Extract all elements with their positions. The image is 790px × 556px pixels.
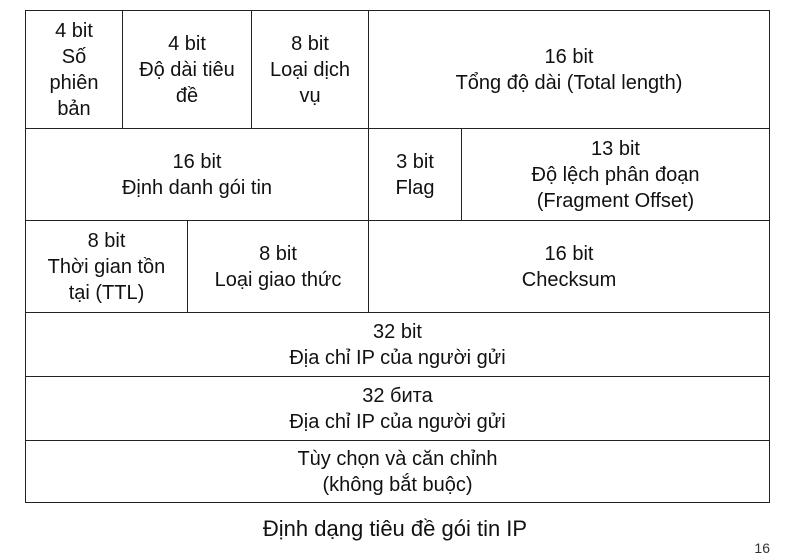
field-tos-size: 8 bit	[291, 32, 329, 55]
figure-caption: Định dạng tiêu đề gói tin IP	[262, 516, 528, 541]
field-checksum-size: 16 bit	[544, 242, 594, 265]
field-flags-size: 3 bit	[396, 150, 434, 173]
field-version-label: Số	[61, 45, 87, 68]
field-total-length-label: Tổng độ dài (Total length)	[455, 71, 683, 94]
page-number: 16	[754, 540, 770, 556]
field-fragment-offset-label: (Fragment Offset)	[536, 189, 695, 212]
field-flags-label: Flag	[395, 176, 435, 199]
field-tos-label: Loại dịch	[269, 58, 351, 81]
field-version-size: 4 bit	[55, 19, 93, 42]
field-ttl-size: 8 bit	[87, 229, 126, 252]
field-checksum-label: Checksum	[521, 268, 617, 291]
header-row-1: 4 bit Số phiên bản 4 bit Độ dài tiêu đề …	[26, 11, 769, 128]
header-row-2: 16 bit Định danh gói tin 3 bit Flag 13 b…	[26, 128, 769, 220]
field-protocol-label: Loại giao thức	[214, 268, 342, 291]
ip-header-table: 4 bit Số phiên bản 4 bit Độ dài tiêu đề …	[25, 10, 770, 503]
field-options-padding: Tùy chọn và căn chỉnh (không bắt buộc)	[26, 441, 769, 502]
field-address-2-label: Địa chỉ IP của người gửi	[289, 410, 506, 433]
field-flags: 3 bit Flag	[369, 129, 462, 220]
field-header-length-label: Độ dài tiêu	[139, 58, 235, 81]
field-source-address-size: 32 bit	[373, 320, 422, 343]
field-options-note: (không bắt buộc)	[322, 473, 473, 496]
field-total-length-size: 16 bit	[544, 45, 594, 68]
field-address-2-size: 32 бита	[362, 384, 433, 407]
header-row-3: 8 bit Thời gian tồn tại (TTL) 8 bit Loại…	[26, 220, 769, 312]
field-fragment-offset: 13 bit Độ lệch phân đoạn (Fragment Offse…	[462, 129, 769, 220]
field-fragment-offset-label: Độ lệch phân đoạn	[531, 163, 700, 186]
field-identification: 16 bit Định danh gói tin	[26, 129, 369, 220]
field-type-of-service: 8 bit Loại dịch vụ	[252, 11, 369, 128]
field-version-label: bản	[57, 97, 91, 120]
field-header-length-size: 4 bit	[168, 32, 206, 55]
field-ttl-label: Thời gian tồn	[47, 255, 166, 278]
field-options-label: Tùy chọn và căn chỉnh	[297, 447, 498, 470]
field-ttl: 8 bit Thời gian tồn tại (TTL)	[26, 221, 188, 312]
field-checksum: 16 bit Checksum	[369, 221, 769, 312]
header-row-5: 32 бита Địa chỉ IP của người gửi	[26, 376, 769, 440]
field-header-length-label: đề	[175, 84, 199, 107]
field-protocol: 8 bit Loại giao thức	[188, 221, 369, 312]
header-row-4: 32 bit Địa chỉ IP của người gửi	[26, 312, 769, 376]
field-tos-label: vụ	[299, 84, 321, 107]
field-header-length: 4 bit Độ dài tiêu đề	[123, 11, 252, 128]
field-total-length: 16 bit Tổng độ dài (Total length)	[369, 11, 769, 128]
field-source-address: 32 bit Địa chỉ IP của người gửi	[26, 313, 769, 376]
field-source-address-label: Địa chỉ IP của người gửi	[289, 346, 506, 369]
field-version: 4 bit Số phiên bản	[26, 11, 123, 128]
field-fragment-offset-size: 13 bit	[591, 137, 640, 160]
field-address-2: 32 бита Địa chỉ IP của người gửi	[26, 377, 769, 440]
header-row-6: Tùy chọn và căn chỉnh (không bắt buộc)	[26, 440, 769, 502]
field-ttl-label: tại (TTL)	[68, 281, 145, 304]
field-version-label: phiên	[49, 71, 99, 94]
field-identification-size: 16 bit	[172, 150, 222, 173]
field-identification-label: Định danh gói tin	[121, 176, 273, 199]
field-protocol-size: 8 bit	[259, 242, 297, 265]
